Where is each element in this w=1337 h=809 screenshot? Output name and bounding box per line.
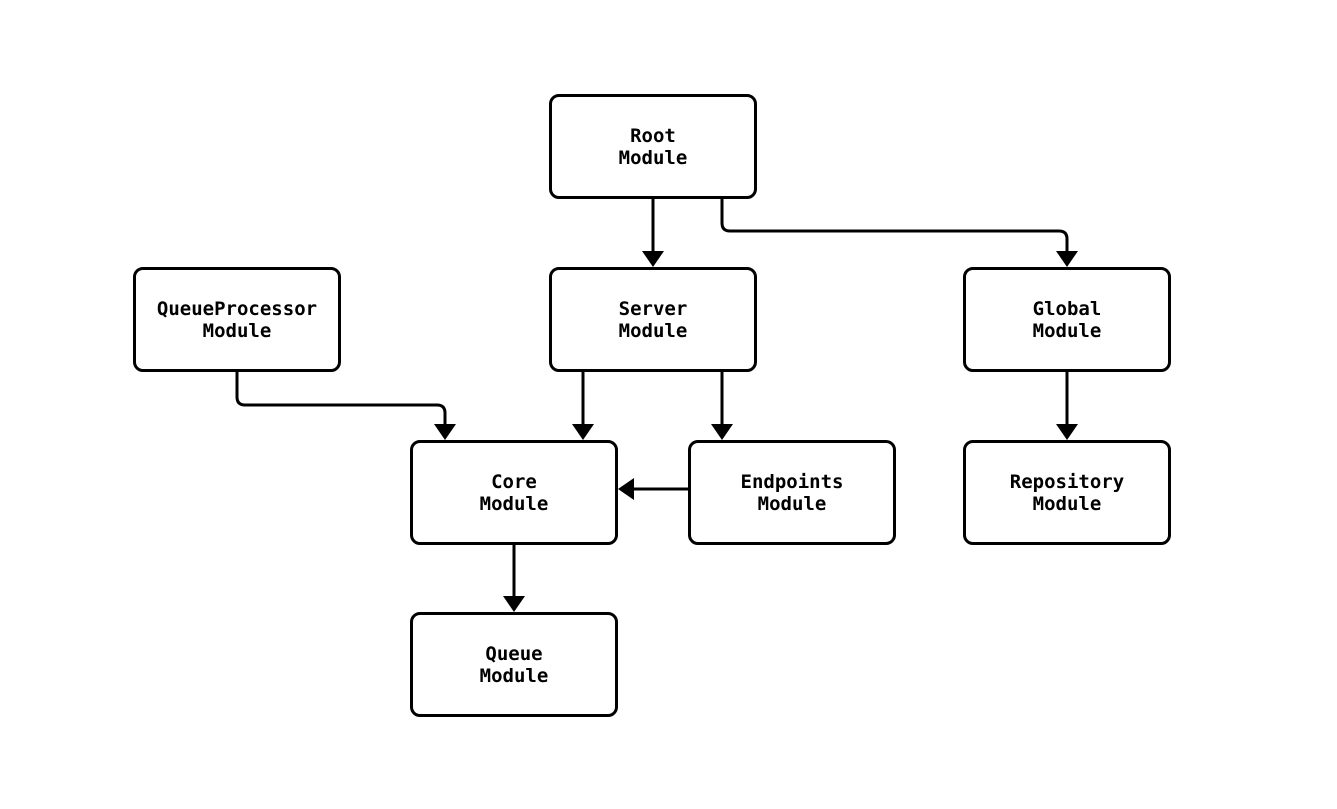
node-root-module-label-line-2: Module <box>618 146 688 169</box>
edge-queueprocessor-module-to-core-module <box>235 372 447 426</box>
node-queue-module-label-line-2: Module <box>479 664 549 687</box>
arrowhead-root-module-to-global-module <box>1056 251 1078 267</box>
node-core-module-label-line-2: Module <box>479 492 549 515</box>
node-global-module-label-line-2: Module <box>1032 319 1102 342</box>
node-root-module-label-line-1: Root <box>630 124 676 147</box>
arrowhead-server-module-to-endpoints-module <box>711 424 733 440</box>
node-repository-module-label-line-1: Repository <box>1009 470 1125 493</box>
node-queueprocessor-module-label-line-2: Module <box>202 319 272 342</box>
arrowhead-core-module-to-queue-module <box>503 596 525 612</box>
arrowhead-queueprocessor-module-to-core-module <box>434 424 456 440</box>
node-queue-module-label-line-1: Queue <box>485 642 543 665</box>
node-endpoints-module-label-line-1: Endpoints <box>740 470 844 493</box>
arrowhead-endpoints-module-to-core-module <box>618 478 634 500</box>
arrowhead-global-module-to-repository-module <box>1056 424 1078 440</box>
node-queueprocessor-module-label-line-1: QueueProcessor <box>156 297 318 320</box>
arrowhead-root-module-to-server-module <box>642 251 664 267</box>
node-server-module-label-line-1: Server <box>618 297 688 320</box>
node-core-module-label-line-1: Core <box>491 470 537 493</box>
node-server-module-label-line-2: Module <box>618 319 688 342</box>
node-endpoints-module-label-line-2: Module <box>757 492 827 515</box>
arrowhead-server-module-to-core-module <box>572 424 594 440</box>
node-repository-module-label-line-2: Module <box>1032 492 1102 515</box>
edge-root-module-to-global-module <box>720 199 1069 253</box>
node-global-module-label-line-1: Global <box>1032 297 1102 320</box>
